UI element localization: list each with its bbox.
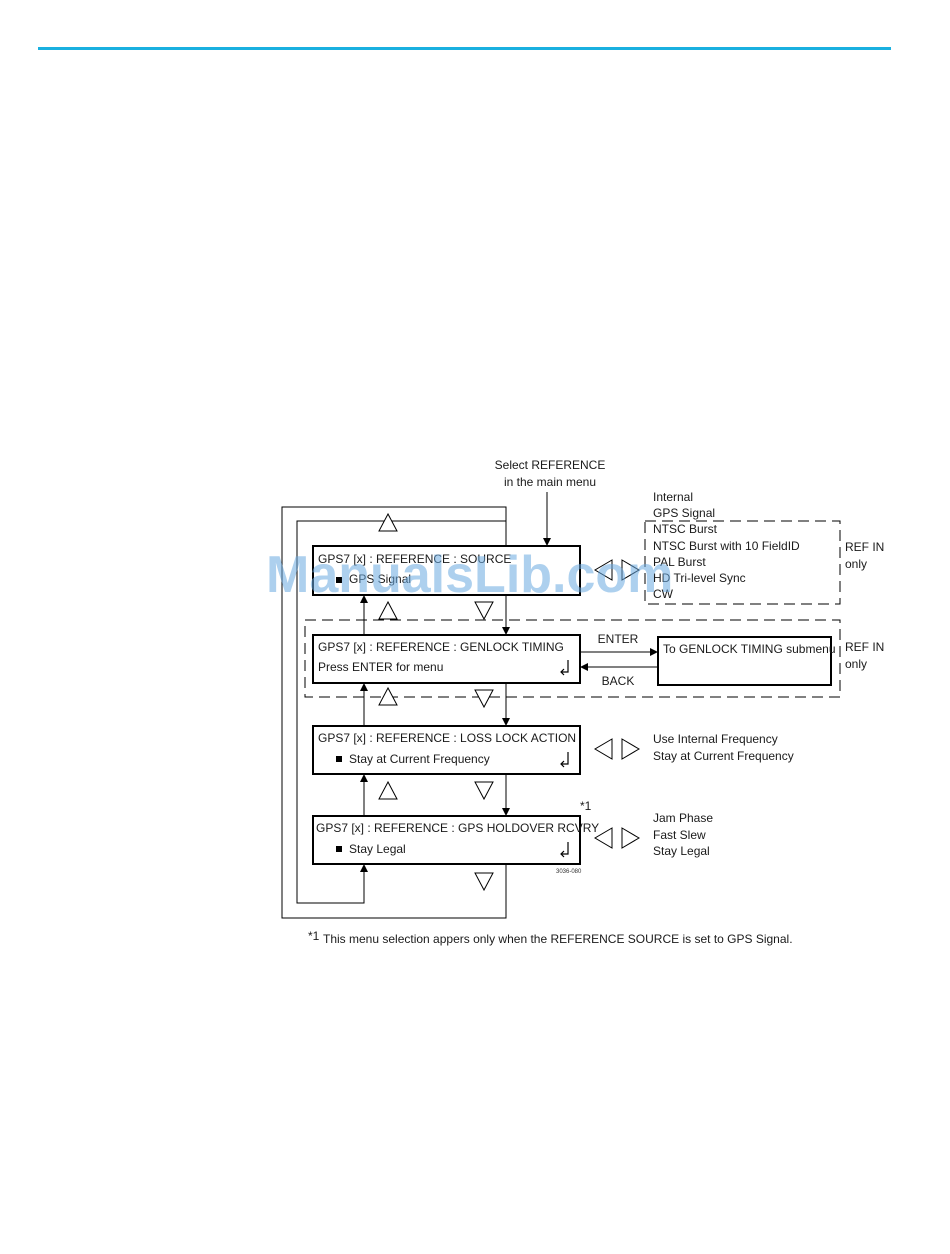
menu-box-losslock[interactable]: GPS7 [x] : REFERENCE : LOSS LOCK ACTION …: [312, 725, 581, 775]
ref-in-note-line2: only: [845, 657, 867, 671]
entry-label-line2: in the main menu: [504, 475, 596, 489]
source-option: HD Tri-level Sync: [653, 571, 746, 585]
bullet-square-icon: [336, 756, 342, 762]
menu-value-holdover: Stay Legal: [349, 842, 406, 856]
bullet-square-icon: [336, 577, 342, 583]
ref-in-options-dashed-group: [644, 520, 841, 605]
menu-title-source: GPS7 [x] : REFERENCE : SOURCE: [318, 552, 511, 566]
top-rule: [38, 47, 891, 50]
menu-box-genlock[interactable]: GPS7 [x] : REFERENCE : GENLOCK TIMING Pr…: [312, 634, 581, 684]
holdover-footnote-marker: *1: [580, 799, 592, 813]
menu-value-losslock: Stay at Current Frequency: [349, 752, 490, 766]
down-triangle-icon[interactable]: [474, 601, 494, 621]
menu-value-genlock: Press ENTER for menu: [318, 660, 443, 674]
losslock-option: Stay at Current Frequency: [653, 749, 794, 763]
source-option: Internal: [653, 490, 693, 504]
source-option: PAL Burst: [653, 555, 706, 569]
ref-in-note-line2: only: [845, 557, 867, 571]
bullet-square-icon: [336, 846, 342, 852]
enter-return-icon: [560, 660, 569, 676]
source-option: GPS Signal: [653, 506, 715, 520]
up-triangle-icon[interactable]: [378, 686, 398, 706]
footnote-text: This menu selection appers only when the…: [323, 932, 793, 946]
ref-in-note-line1: REF IN: [845, 540, 884, 554]
losslock-option: Use Internal Frequency: [653, 732, 778, 746]
down-triangle-icon[interactable]: [474, 872, 494, 892]
enter-return-icon: [560, 842, 569, 858]
source-option: CW: [653, 587, 674, 601]
left-triangle-icon[interactable]: [594, 827, 613, 849]
down-triangle-icon[interactable]: [474, 781, 494, 801]
menu-title-holdover: GPS7 [x] : REFERENCE : GPS HOLDOVER RCVR…: [316, 821, 599, 835]
ref-in-note-line1: REF IN: [845, 640, 884, 654]
holdover-options-list: Jam Phase Fast Slew Stay Legal: [653, 811, 713, 858]
holdover-option: Jam Phase: [653, 811, 713, 825]
right-triangle-icon[interactable]: [621, 827, 640, 849]
back-label: BACK: [602, 674, 635, 688]
watermark: ManualsLib.com: [266, 546, 673, 604]
source-option: NTSC Burst with 10 FieldID: [653, 539, 800, 553]
right-triangle-icon[interactable]: [621, 738, 640, 760]
figure-id: 3036-080: [556, 869, 582, 875]
holdover-option: Fast Slew: [653, 828, 706, 842]
losslock-options-list: Use Internal Frequency Stay at Current F…: [653, 732, 794, 763]
outer-loop-line: [281, 506, 507, 919]
up-triangle-icon[interactable]: [378, 512, 398, 532]
right-triangle-icon[interactable]: [621, 559, 640, 581]
source-option: NTSC Burst: [653, 522, 718, 536]
entry-label-line1: Select REFERENCE: [495, 458, 606, 472]
footnote-marker: *1: [308, 929, 320, 943]
menu-box-holdover[interactable]: GPS7 [x] : REFERENCE : GPS HOLDOVER RCVR…: [312, 815, 599, 865]
genlock-submenu-label: To GENLOCK TIMING submenu: [663, 642, 836, 656]
up-triangle-icon[interactable]: [378, 600, 398, 620]
genlock-submenu-box[interactable]: To GENLOCK TIMING submenu: [657, 636, 836, 686]
enter-label: ENTER: [598, 632, 639, 646]
menu-title-losslock: GPS7 [x] : REFERENCE : LOSS LOCK ACTION: [318, 731, 576, 745]
holdover-option: Stay Legal: [653, 844, 710, 858]
left-triangle-icon[interactable]: [594, 738, 613, 760]
source-options-list: Internal GPS Signal NTSC Burst NTSC Burs…: [653, 490, 800, 601]
down-triangle-icon[interactable]: [474, 689, 494, 709]
menu-value-source: GPS Signal: [349, 572, 411, 586]
menu-box-source[interactable]: GPS7 [x] : REFERENCE : SOURCE GPS Signal: [312, 545, 581, 596]
enter-return-icon: [560, 752, 569, 768]
menu-title-genlock: GPS7 [x] : REFERENCE : GENLOCK TIMING: [318, 640, 564, 654]
left-triangle-icon[interactable]: [594, 559, 613, 581]
up-triangle-icon[interactable]: [378, 780, 398, 800]
